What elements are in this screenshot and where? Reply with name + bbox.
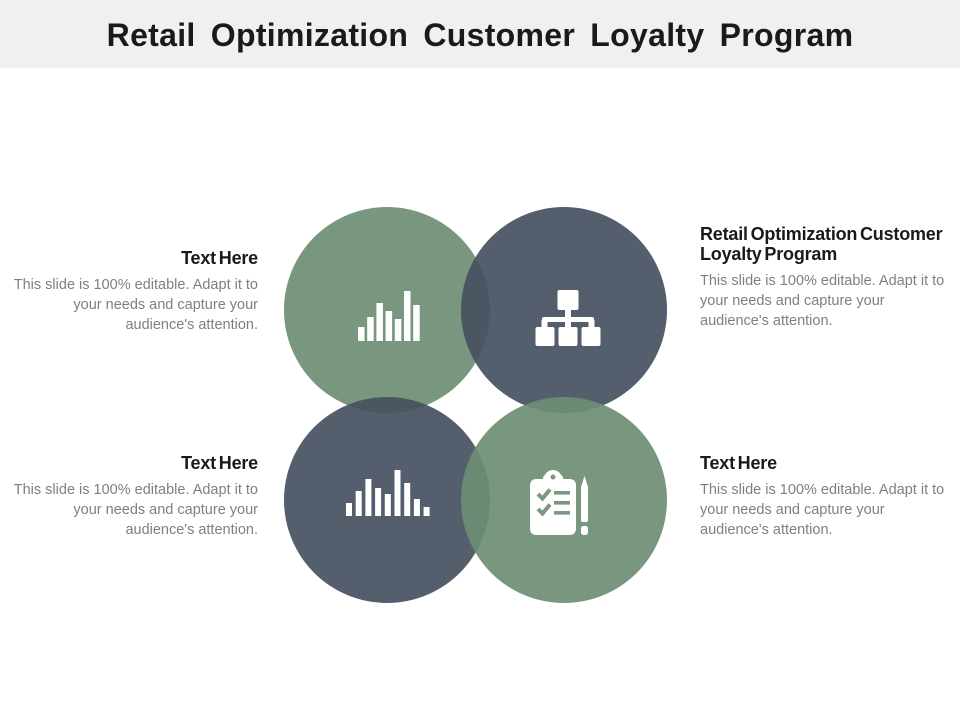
- bar-chart-icon: [358, 291, 420, 341]
- callout-body: This slide is 100% editable. Adapt it to…: [700, 273, 945, 329]
- callout-body: This slide is 100% editable. Adapt it to…: [13, 277, 258, 333]
- callout-heading: Retail Optimization Customer Loyalty Pro…: [700, 224, 943, 264]
- checklist-marks: [536, 474, 570, 517]
- slide-title: Retail Optimization Customer Loyalty Pro…: [106, 16, 854, 53]
- clipboard-checklist-icon: [530, 470, 588, 535]
- callout-top-right: Retail Optimization Customer Loyalty Pro…: [700, 224, 952, 331]
- callout-heading: Text Here: [181, 248, 258, 268]
- org-chart-icon: [535, 290, 601, 346]
- callout-top-left: Text Here This slide is 100% editable. A…: [8, 248, 258, 335]
- callout-heading: Text Here: [700, 453, 777, 473]
- callout-bottom-left: Text Here This slide is 100% editable. A…: [8, 453, 258, 540]
- circle-top-left: [284, 207, 490, 413]
- callout-bottom-right: Text Here This slide is 100% editable. A…: [700, 453, 952, 540]
- callout-heading: Text Here: [181, 453, 258, 473]
- histogram-bars-icon: [346, 470, 430, 516]
- header-band: Retail Optimization Customer Loyalty Pro…: [0, 0, 960, 68]
- callout-body: This slide is 100% editable. Adapt it to…: [700, 482, 945, 538]
- callout-body: This slide is 100% editable. Adapt it to…: [13, 482, 258, 538]
